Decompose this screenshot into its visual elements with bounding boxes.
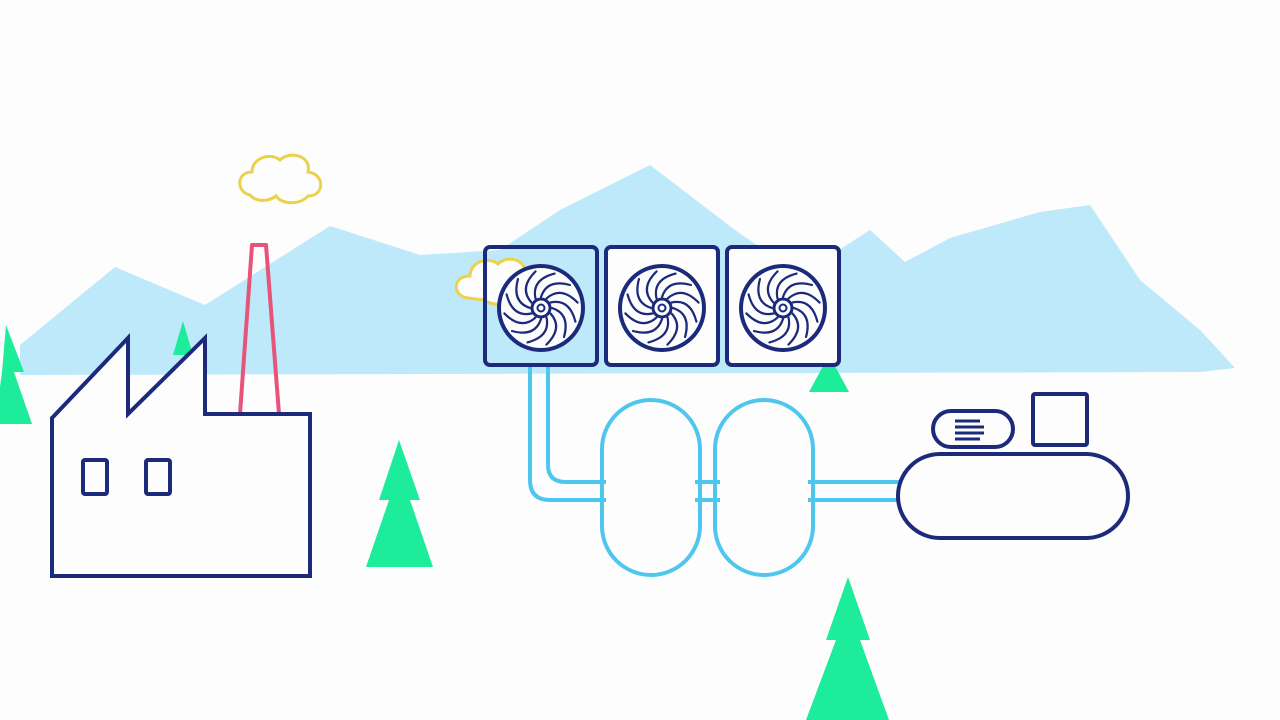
pine-tree-icon bbox=[806, 577, 889, 720]
fan-blade bbox=[549, 300, 577, 323]
fan-blade bbox=[539, 282, 572, 299]
fan-blade bbox=[505, 293, 533, 316]
fan-blade bbox=[645, 270, 658, 304]
fan-blade bbox=[626, 293, 654, 316]
fan-blade bbox=[631, 317, 664, 334]
cooling-fan-array bbox=[483, 245, 841, 367]
fan-blade bbox=[533, 272, 556, 300]
pine-tree-icon bbox=[0, 325, 32, 424]
fan-blade bbox=[791, 300, 819, 323]
compressor-unit-icon bbox=[896, 452, 1130, 540]
fan-blade bbox=[654, 272, 677, 300]
fan-blade bbox=[510, 317, 543, 334]
fan-blade bbox=[747, 293, 775, 316]
fan-blade bbox=[787, 312, 800, 346]
fan-blade bbox=[781, 282, 814, 299]
pine-tree-icon bbox=[173, 321, 193, 355]
vent-lines bbox=[955, 419, 984, 441]
fan-blade bbox=[666, 291, 700, 304]
fan-blade bbox=[636, 277, 653, 310]
fan-blade bbox=[775, 272, 798, 300]
chimney-icon bbox=[238, 243, 281, 415]
fan-blade bbox=[792, 306, 809, 339]
storage-tank-icon bbox=[600, 398, 702, 577]
cooling-fan-icon bbox=[483, 245, 599, 367]
fan-blade bbox=[647, 316, 670, 344]
fan-blade bbox=[503, 312, 537, 325]
fan-blade bbox=[670, 300, 698, 323]
fan-blade bbox=[545, 312, 558, 346]
fan-blade bbox=[745, 312, 779, 325]
pipe-network bbox=[528, 366, 900, 502]
factory-window bbox=[81, 458, 109, 496]
fan-blade bbox=[757, 277, 774, 310]
vent-capsule-icon bbox=[931, 409, 1015, 449]
fan-blade bbox=[545, 291, 579, 304]
fan-blade bbox=[515, 277, 532, 310]
pine-tree-icon bbox=[809, 355, 849, 392]
cloud-icon bbox=[238, 153, 323, 205]
fan-blade bbox=[624, 312, 658, 325]
factory-window bbox=[144, 458, 172, 496]
fan-blade bbox=[666, 312, 679, 346]
pine-tree-icon bbox=[366, 440, 433, 567]
fan-blade bbox=[526, 316, 549, 344]
fan-blade bbox=[787, 291, 821, 304]
cooling-fan-icon bbox=[725, 245, 841, 367]
control-box-icon bbox=[1031, 392, 1089, 447]
fan-blade bbox=[766, 270, 779, 304]
fan-blade bbox=[671, 306, 688, 339]
fan-blade bbox=[752, 317, 785, 334]
fan-blade bbox=[660, 282, 693, 299]
storage-tank-icon bbox=[713, 398, 815, 577]
factory-icon bbox=[50, 332, 312, 578]
fan-blade bbox=[550, 306, 567, 339]
fan-blade bbox=[524, 270, 537, 304]
cooling-fan-icon bbox=[604, 245, 720, 367]
fan-blade bbox=[768, 316, 791, 344]
